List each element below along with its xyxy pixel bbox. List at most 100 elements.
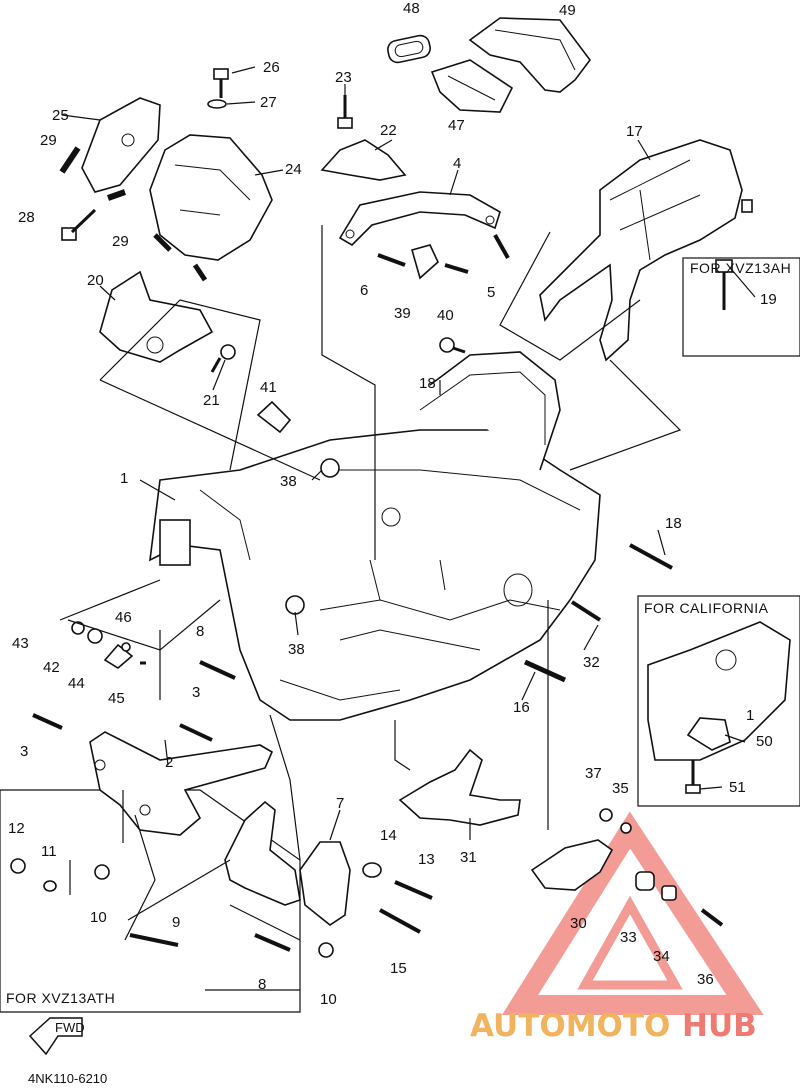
callout-41: 41 xyxy=(260,379,277,396)
callout-34: 34 xyxy=(653,948,670,965)
callout-40: 40 xyxy=(437,307,454,324)
callout-46: 46 xyxy=(115,609,132,626)
callout-49: 49 xyxy=(559,2,576,19)
callouts: 48 49 26 23 27 25 47 22 17 29 4 24 28 29… xyxy=(6,0,791,1086)
callout-6: 6 xyxy=(360,282,368,299)
bolt-3b-part xyxy=(179,723,213,742)
callout-25: 25 xyxy=(52,107,69,124)
callout-31: 31 xyxy=(460,849,477,866)
callout-45: 45 xyxy=(108,690,125,707)
callout-29a: 29 xyxy=(40,132,57,149)
cover-24-part xyxy=(149,134,273,261)
callout-7: 7 xyxy=(336,795,344,812)
callout-23: 23 xyxy=(335,69,352,86)
callout-33: 33 xyxy=(620,929,637,946)
callout-17: 17 xyxy=(626,123,643,140)
callout-38a: 38 xyxy=(280,473,297,490)
bolt-9-part xyxy=(129,933,179,947)
drawing-code: 4NK110-6210 xyxy=(28,1071,107,1086)
label-for-xvz13ath: FOR XVZ13ATH xyxy=(6,990,115,1006)
bracket-41-part xyxy=(256,400,292,434)
bolt-21-part xyxy=(210,344,236,373)
bracket-7a-part xyxy=(224,800,301,906)
callout-2: 2 xyxy=(165,754,173,771)
leader-lines xyxy=(59,66,756,991)
clip-39-part xyxy=(411,244,439,280)
clamp-38a-part xyxy=(320,458,340,478)
label-for-california: FOR CALIFORNIA xyxy=(644,600,769,616)
frame-1-california-part xyxy=(647,621,791,761)
bolt-15-part xyxy=(379,908,421,934)
bolt-8b-part xyxy=(254,933,291,952)
bolt-28-part xyxy=(61,208,97,241)
callout-16: 16 xyxy=(513,699,530,716)
washer-11-part xyxy=(43,880,57,892)
pin-29a-part xyxy=(59,146,81,174)
top-bracket-part xyxy=(468,17,591,93)
pin-29b-part xyxy=(107,189,126,201)
callout-38b: 38 xyxy=(288,641,305,658)
bolt-16-part xyxy=(523,659,567,683)
callout-9: 9 xyxy=(172,914,180,931)
fwd-arrow-icon: FWD xyxy=(28,1017,85,1056)
callout-4: 4 xyxy=(453,155,461,172)
bolt-36-part xyxy=(700,908,724,927)
bolt-18b-part xyxy=(629,543,673,570)
callout-15: 15 xyxy=(390,960,407,977)
nut-12-part xyxy=(10,858,26,874)
lower-frame-2-part xyxy=(89,731,274,836)
side-bracket-25-part xyxy=(81,97,161,193)
bolt-6-part xyxy=(377,253,406,267)
callout-11: 11 xyxy=(41,843,57,860)
callout-47: 47 xyxy=(448,117,465,134)
callout-24: 24 xyxy=(285,161,302,178)
bolt-51-part xyxy=(685,760,701,794)
callout-32: 32 xyxy=(583,654,600,671)
watermark-text-hub: HUB xyxy=(682,1008,757,1044)
collar-42-part xyxy=(87,628,103,644)
callout-13: 13 xyxy=(418,851,435,868)
callout-10a: 10 xyxy=(90,909,107,926)
callout-30: 30 xyxy=(570,915,587,932)
bolt-32-part xyxy=(570,600,602,622)
callout-12: 12 xyxy=(8,820,25,837)
bushing-33-part xyxy=(635,871,655,891)
bolt-19-part xyxy=(715,259,733,310)
bolt-8a-part xyxy=(199,660,236,680)
clip-46-part xyxy=(121,642,131,652)
callout-3a: 3 xyxy=(20,743,28,760)
callout-26: 26 xyxy=(263,59,280,76)
rear-frame-17-part xyxy=(539,139,743,362)
callout-8a: 8 xyxy=(196,623,204,640)
callout-27: 27 xyxy=(260,94,277,111)
callout-19: 19 xyxy=(760,291,777,308)
bolt-18a-part xyxy=(439,337,466,354)
callout-35: 35 xyxy=(612,780,629,797)
inset-box-california xyxy=(637,595,800,807)
bolt-13-part xyxy=(394,880,433,900)
callout-29b: 29 xyxy=(112,233,129,250)
rail-4-part xyxy=(338,191,501,247)
callout-10b: 10 xyxy=(320,991,337,1008)
callout-39: 39 xyxy=(394,305,411,322)
callout-1b: 1 xyxy=(746,707,754,724)
clamp-38b-part xyxy=(285,595,305,615)
callout-8b: 8 xyxy=(258,976,266,993)
callout-43: 43 xyxy=(12,635,29,652)
callout-18b: 18 xyxy=(665,515,682,532)
callout-20: 20 xyxy=(87,272,104,289)
callout-51: 51 xyxy=(729,779,746,796)
fwd-label: FWD xyxy=(55,1020,85,1035)
washer-35-part xyxy=(620,822,632,834)
callout-44: 44 xyxy=(68,675,85,692)
collar-34-part xyxy=(661,885,677,901)
callout-18a: 18 xyxy=(419,375,436,392)
inset-box-xvz13ah xyxy=(682,257,800,357)
bolt-23-part xyxy=(337,95,353,129)
bracket-31-part xyxy=(398,748,521,826)
callout-36: 36 xyxy=(697,971,714,988)
bolt-3a-part xyxy=(32,713,63,730)
callout-48: 48 xyxy=(403,0,420,17)
nut-37-part xyxy=(599,808,613,822)
callout-21: 21 xyxy=(203,392,220,409)
